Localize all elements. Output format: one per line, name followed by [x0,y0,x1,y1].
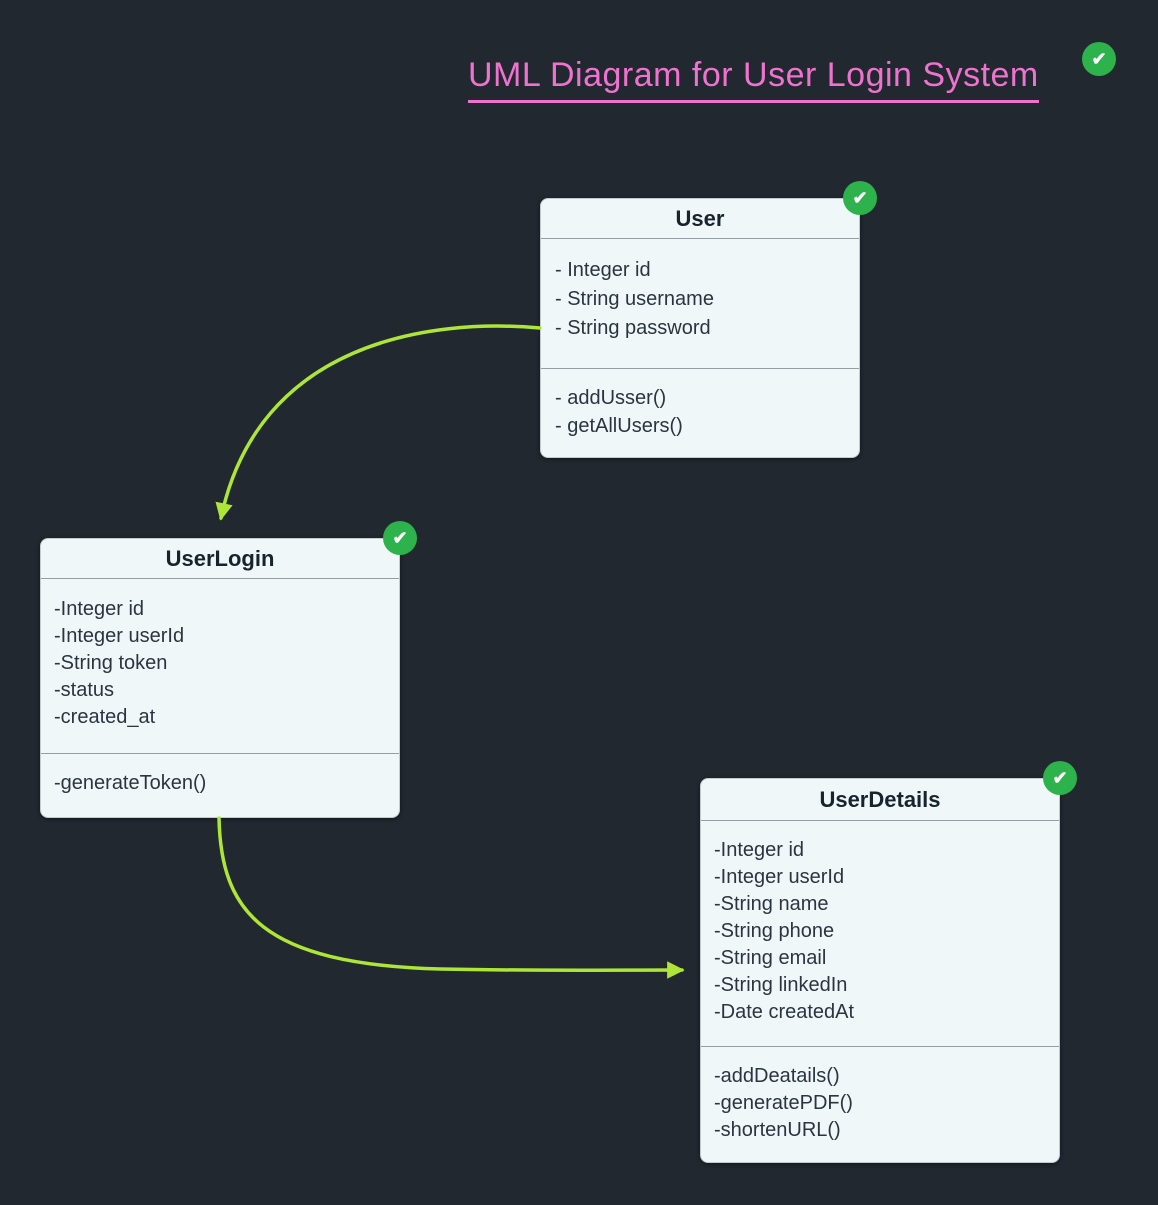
class-attributes: -Integer id -Integer userId -String name… [701,821,1059,1047]
method: -generateToken() [54,772,207,794]
class-methods: -generateToken() [41,754,399,817]
method: -generatePDF() [714,1092,853,1114]
class-name: User [541,199,859,239]
check-icon: ✔ [1082,42,1116,76]
method: -shortenURL() [714,1119,841,1141]
class-attributes: - Integer id - String username - String … [541,239,859,369]
attribute: -created_at [54,706,156,728]
diagram-title[interactable]: UML Diagram for User Login System [468,56,1039,103]
class-methods: -addDeatails() -generatePDF() -shortenUR… [701,1047,1059,1162]
attribute: -String name [714,893,829,915]
check-icon: ✔ [1043,761,1077,795]
attribute: - String password [555,317,711,339]
attribute: - String username [555,288,714,310]
attribute: -status [54,679,115,701]
attribute: -Integer userId [714,866,845,888]
attribute: -String email [714,947,827,969]
uml-class-user[interactable]: User - Integer id - String username - St… [540,198,860,458]
class-name: UserDetails [701,779,1059,821]
attribute: -Integer userId [54,625,185,647]
method: - addUsser() [555,387,667,409]
uml-class-userlogin[interactable]: UserLogin -Integer id -Integer userId -S… [40,538,400,818]
class-name: UserLogin [41,539,399,579]
class-methods: - addUsser() - getAllUsers() [541,369,859,457]
arrow-userlogin-to-userdetails [217,816,685,979]
uml-class-userdetails[interactable]: UserDetails -Integer id -Integer userId … [700,778,1060,1163]
method: -addDeatails() [714,1065,840,1087]
class-attributes: -Integer id -Integer userId -String toke… [41,579,399,754]
attribute: -String phone [714,920,835,942]
attribute: - Integer id [555,259,651,281]
attribute: -Integer id [714,839,805,861]
attribute: -Integer id [54,598,145,620]
attribute: -String token [54,652,168,674]
attribute: -Date createdAt [714,1001,855,1023]
check-icon: ✔ [383,521,417,555]
arrow-user-to-userlogin [215,324,542,521]
check-icon: ✔ [843,181,877,215]
attribute: -String linkedIn [714,974,848,996]
method: - getAllUsers() [555,415,683,437]
